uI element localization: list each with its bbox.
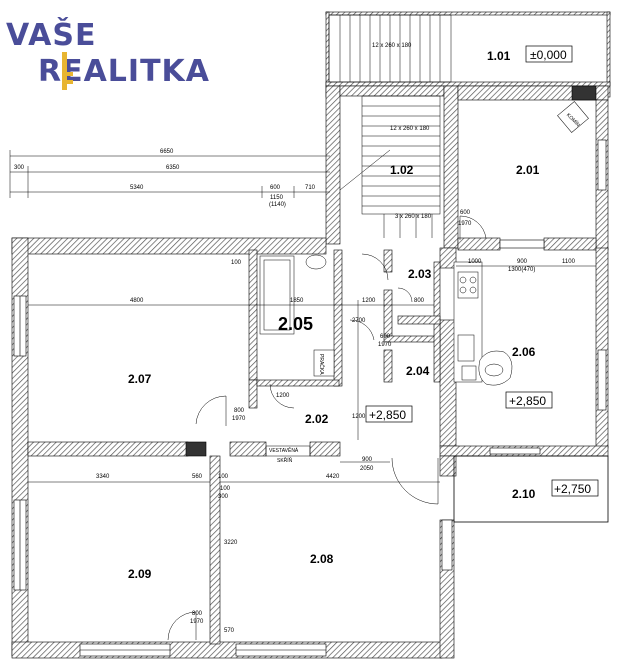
dim-560: 560 (192, 474, 203, 480)
washer-label: PRAČKA (318, 354, 325, 375)
dim-2700: 2700 (352, 318, 366, 324)
dim-3340: 3340 (96, 474, 110, 480)
room-2-06: 2.06 (512, 345, 536, 359)
room-2-07: 2.07 (128, 372, 152, 386)
dim-570: 570 (224, 628, 235, 634)
dim-6350: 6350 (166, 165, 180, 171)
room-2-03: 2.03 (408, 267, 432, 281)
dim-1140: (1140) (269, 202, 286, 208)
room-2-04: 2.04 (406, 364, 430, 378)
room-2-08: 2.08 (310, 552, 334, 566)
dim-800-a: 800 (414, 298, 425, 304)
wardrobe-label-1: VESTAVĚNÁ (269, 446, 299, 454)
dim-100-c: 100 (220, 486, 231, 492)
level-2-10: +2,750 (554, 482, 591, 496)
room-1-02: 1.02 (390, 163, 414, 177)
dim-3220: 3220 (224, 540, 238, 546)
dim-600-b: 600 (460, 210, 471, 216)
dim-4420: 4420 (326, 474, 340, 480)
fixtures (259, 101, 589, 457)
dim-1970-c: 1970 (378, 342, 392, 348)
dim-900-b: 900 (362, 457, 373, 463)
dim-100-b: 100 (218, 474, 229, 480)
room-2-02: 2.02 (305, 412, 329, 426)
dimension-texts: 6650 6350 5340 300 600 710 1150 (1140) 6… (14, 149, 576, 634)
dim-1970-a: 1970 (458, 221, 472, 227)
dim-1970-d: 1970 (190, 619, 204, 625)
dim-1970-b: 1970 (232, 416, 246, 422)
dim-1300: 1300(470) (508, 267, 535, 273)
dim-100-a: 100 (231, 260, 242, 266)
doors (167, 215, 487, 641)
room-1-01: 1.01 (487, 49, 511, 63)
room-2-05: 2.05 (278, 314, 313, 334)
dim-5340: 5340 (130, 185, 144, 191)
logo-key-icon (62, 52, 73, 90)
dim-1200-b: 1200 (276, 393, 290, 399)
level-2-06: +2,850 (509, 394, 546, 408)
dim-800-c: 800 (192, 611, 203, 617)
windows (13, 139, 607, 657)
room-2-01: 2.01 (516, 163, 540, 177)
dim-600-c: 600 (380, 334, 391, 340)
stair-label-top: 12 x 260 x 180 (372, 43, 412, 49)
level-marks: ±0,000 +2,850 +2,850 +2,750 (365, 45, 609, 523)
dim-1850: 1850 (290, 298, 304, 304)
dim-710: 710 (305, 185, 316, 191)
dim-800-b: 800 (234, 408, 245, 414)
stair-labels: 12 x 260 x 180 12 x 260 x 180 3 x 260 x … (372, 43, 432, 220)
dim-300-b: 300 (218, 494, 229, 500)
logo-line-1: VAŠE (6, 18, 97, 53)
stair-label-mid: 12 x 260 x 180 (390, 126, 430, 132)
dim-1200-a: 1200 (362, 298, 376, 304)
dim-600-a: 600 (270, 185, 281, 191)
dim-900-a: 900 (517, 259, 528, 265)
dim-1150: 1150 (270, 195, 284, 201)
room-2-10: 2.10 (512, 487, 536, 501)
dim-1000: 1000 (468, 259, 482, 265)
dim-1200-c: 1200 (352, 414, 366, 420)
room-2-09: 2.09 (128, 567, 152, 581)
stair-label-low: 3 x 260 x 180 (395, 214, 432, 220)
level-2-02: +2,850 (369, 408, 406, 422)
dim-300: 300 (14, 165, 25, 171)
dim-4800: 4800 (130, 298, 144, 304)
dim-6650: 6650 (160, 149, 174, 155)
wardrobe-label-2: SKŘÍŇ (277, 456, 293, 464)
dimension-lines (9, 150, 596, 483)
room-labels: 1.01 1.02 2.01 2.02 2.03 2.04 2.05 2.06 … (128, 49, 540, 581)
stairs (328, 14, 452, 238)
level-1-01: ±0,000 (530, 48, 567, 62)
dim-2050: 2050 (360, 466, 374, 472)
dim-1100: 1100 (562, 259, 576, 265)
